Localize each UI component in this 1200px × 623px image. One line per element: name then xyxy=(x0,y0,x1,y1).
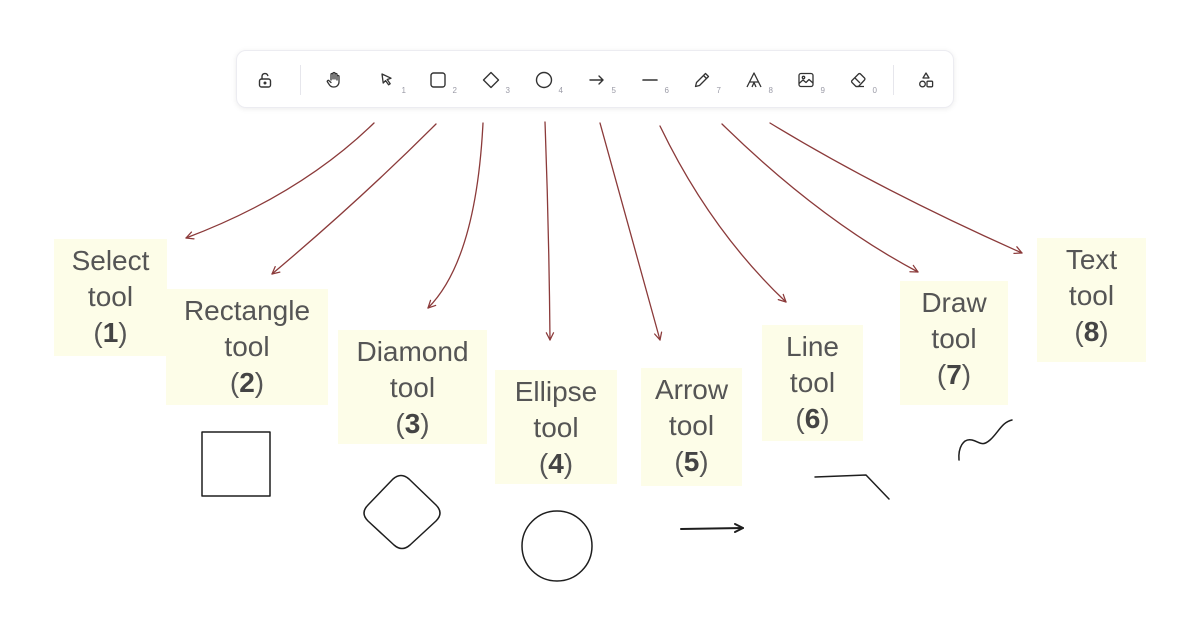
label-shortcut: (4) xyxy=(538,448,574,479)
label-shortcut: (1) xyxy=(93,317,128,348)
label-title: Diamond xyxy=(356,336,469,367)
line-tool-button[interactable]: 6 xyxy=(633,65,669,95)
label-subtitle: tool xyxy=(224,331,270,362)
annotation-arrow-line xyxy=(659,125,787,303)
label-line-tool[interactable]: Line tool (6) xyxy=(762,325,863,441)
shortcut-number: 7 xyxy=(946,359,962,390)
label-subtitle: tool xyxy=(533,412,579,443)
sample-ellipse[interactable] xyxy=(521,510,593,582)
shortcut-key: 9 xyxy=(820,86,825,95)
label-subtitle: tool xyxy=(389,372,436,403)
label-subtitle: tool xyxy=(668,410,715,441)
sample-diamond[interactable] xyxy=(363,474,441,550)
pointer-icon xyxy=(381,73,392,86)
hand-icon xyxy=(326,71,340,88)
label-shortcut: (8) xyxy=(1074,316,1109,347)
toolbar-separator xyxy=(893,65,894,95)
annotation-arrow-ellipse xyxy=(544,121,555,341)
annotation-arrow-select xyxy=(185,122,375,240)
sample-line[interactable] xyxy=(814,474,890,500)
image-tool-button[interactable]: 9 xyxy=(789,65,825,95)
diamond-tool-button[interactable]: 3 xyxy=(474,65,510,95)
annotation-arrow-text xyxy=(769,122,1023,255)
label-text-tool[interactable]: Text tool (8) xyxy=(1037,238,1146,362)
eraser-icon xyxy=(850,72,866,88)
circle-icon xyxy=(535,71,553,89)
shortcut-number: 5 xyxy=(683,446,700,477)
label-shortcut: (7) xyxy=(936,359,972,390)
shortcut-key: 2 xyxy=(452,86,457,95)
label-subtitle: tool xyxy=(789,367,836,398)
label-subtitle: tool xyxy=(931,323,977,354)
lock-button[interactable] xyxy=(248,65,282,95)
label-title: Rectangle xyxy=(183,295,311,326)
shortcut-key: 4 xyxy=(558,86,563,95)
shortcut-number: 6 xyxy=(804,403,821,434)
toolbar-separator xyxy=(300,65,301,95)
sample-arrow[interactable] xyxy=(680,523,744,533)
label-title: Select xyxy=(71,245,150,276)
select-tool-button[interactable]: 1 xyxy=(370,65,406,95)
annotation-arrow-arrow xyxy=(599,122,663,341)
label-diamond-tool[interactable]: Diamond tool (3) xyxy=(338,330,487,444)
label-title: Arrow xyxy=(654,374,729,405)
label-title: Text xyxy=(1065,244,1118,275)
label-draw-tool[interactable]: Draw tool (7) xyxy=(900,281,1008,405)
shortcut-key: 3 xyxy=(505,86,510,95)
arrow-right-icon xyxy=(589,75,604,85)
shortcut-number: 4 xyxy=(548,448,564,479)
sample-freedraw[interactable] xyxy=(958,419,1013,461)
sample-rectangle[interactable] xyxy=(201,431,271,497)
unlock-icon xyxy=(258,72,272,88)
label-title: Draw xyxy=(921,287,987,318)
more-shapes-button[interactable] xyxy=(909,65,943,95)
image-icon xyxy=(798,72,814,88)
label-shortcut: (2) xyxy=(229,367,265,398)
shortcut-number: 1 xyxy=(102,317,119,348)
annotation-arrow-rectangle xyxy=(271,123,437,275)
label-ellipse-tool[interactable]: Ellipse tool (4) xyxy=(495,370,617,484)
shortcut-key: 5 xyxy=(611,86,616,95)
annotation-arrow-diamond xyxy=(427,122,484,309)
rectangle-tool-button[interactable]: 2 xyxy=(421,65,457,95)
shortcut-number: 8 xyxy=(1083,316,1100,347)
shapes-icon xyxy=(919,72,934,88)
shortcut-key: 7 xyxy=(716,86,721,95)
ellipse-tool-button[interactable]: 4 xyxy=(527,65,563,95)
diamond-icon xyxy=(482,71,500,89)
arrow-tool-button[interactable]: 5 xyxy=(580,65,616,95)
eraser-tool-button[interactable]: 0 xyxy=(841,65,877,95)
label-title: Ellipse xyxy=(514,376,598,407)
hand-tool-button[interactable] xyxy=(317,65,351,95)
text-tool-button[interactable]: 8 xyxy=(737,65,773,95)
shortcut-key: 6 xyxy=(664,86,669,95)
shortcut-key: 1 xyxy=(401,86,406,95)
label-subtitle: tool xyxy=(87,281,134,312)
label-shortcut: (3) xyxy=(395,408,430,439)
label-title: Line xyxy=(786,331,839,362)
label-select-tool[interactable]: Select tool (1) xyxy=(54,239,167,356)
text-icon xyxy=(746,72,762,88)
line-icon xyxy=(642,79,658,81)
shortcut-key: 0 xyxy=(872,86,877,95)
shortcut-key: 8 xyxy=(768,86,773,95)
pencil-icon xyxy=(694,72,710,88)
label-rectangle-tool[interactable]: Rectangle tool (2) xyxy=(166,289,328,405)
toolbar: 1 2 3 4 5 6 7 xyxy=(236,50,954,108)
square-icon xyxy=(430,72,446,88)
label-shortcut: (6) xyxy=(795,403,830,434)
label-subtitle: tool xyxy=(1068,280,1115,311)
shortcut-number: 2 xyxy=(239,367,255,398)
draw-tool-button[interactable]: 7 xyxy=(685,65,721,95)
label-shortcut: (5) xyxy=(674,446,709,477)
annotation-arrow-draw xyxy=(721,123,919,273)
shortcut-number: 3 xyxy=(404,408,421,439)
label-arrow-tool[interactable]: Arrow tool (5) xyxy=(641,368,742,486)
